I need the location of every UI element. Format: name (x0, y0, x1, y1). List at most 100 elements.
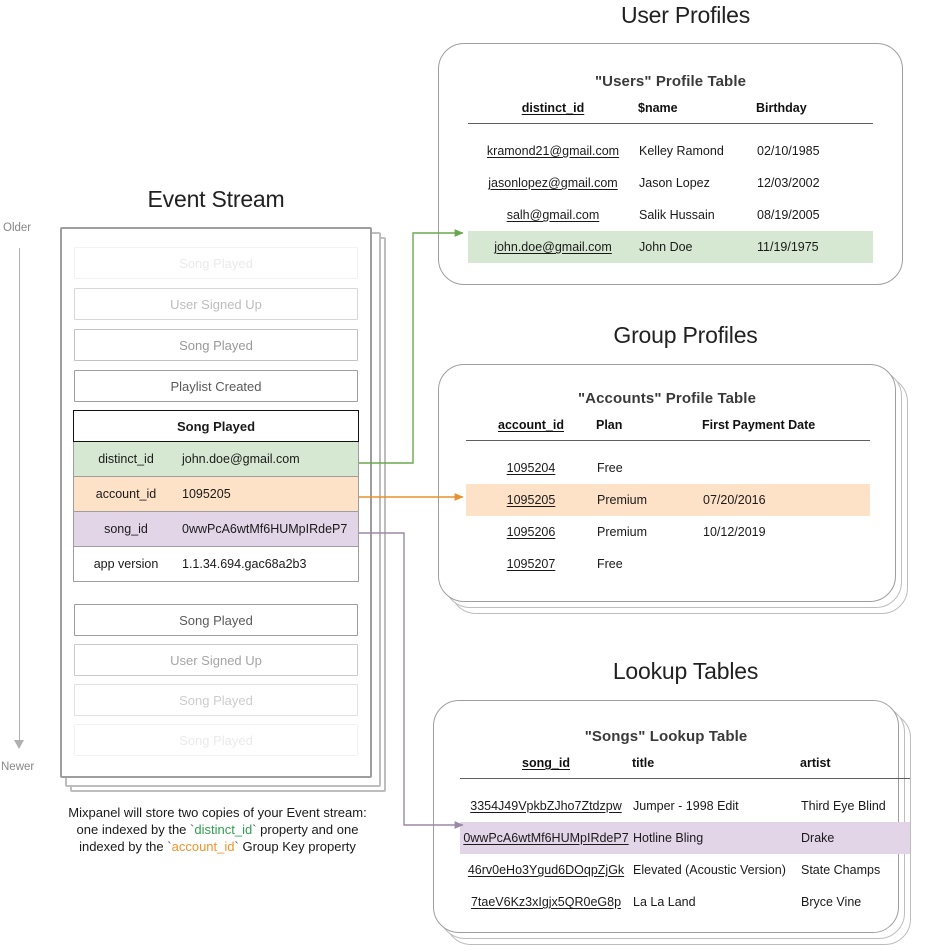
event-item[interactable]: Playlist Created (74, 370, 358, 402)
cell-distinct-id: jasonlopez@gmail.com (488, 176, 618, 190)
event-property-value: 0wwPcA6wtMf6HUMpIRdeP7 (182, 522, 348, 536)
table-row[interactable]: 3354J49VpkbZJho7Ztdzpw Jumper - 1998 Edi… (460, 790, 910, 822)
cell-birthday: 12/03/2002 (757, 176, 820, 190)
column-header-plan: Plan (596, 418, 623, 432)
cell-song-id: 7taeV6Kz3xIgjx5QR0eG8p (470, 895, 622, 909)
table-row[interactable]: 46rv0eHo3Ygud6DOqpZjGk Elevated (Acousti… (460, 854, 910, 886)
timeline-newer-label: Newer (1, 761, 35, 773)
column-header-name: $name (638, 101, 678, 115)
cell-title: La La Land (633, 895, 696, 909)
cell-title: Elevated (Acoustic Version) (633, 863, 786, 877)
column-header-first-payment-date: First Payment Date (702, 418, 816, 432)
table-row[interactable]: 1095206 Premium 10/12/2019 (466, 516, 870, 548)
caption-token-distinct-id: distinct_id (194, 822, 253, 837)
event-property-row[interactable]: distinct_id john.doe@gmail.com (73, 442, 359, 477)
table-row-highlighted[interactable]: 0wwPcA6wtMf6HUMpIRdeP7 Hotline Bling Dra… (460, 822, 910, 854)
cell-account-id: 1095204 (506, 461, 556, 475)
cell-name: John Doe (638, 231, 756, 263)
event-stream-title: Event Stream (147, 186, 285, 212)
cell-first-payment-date (702, 452, 870, 484)
lookup-tables-card-stack: "Songs" Lookup Table song_id title artis… (433, 700, 913, 950)
cell-first-payment-date: 07/20/2016 (702, 484, 870, 516)
songs-lookup-table: song_id title artist 3354J49VpkbZJho7Ztd… (460, 756, 910, 918)
event-label: Song Played (179, 732, 253, 748)
event-property-key: song_id (104, 522, 148, 536)
column-header-account-id: account_id (498, 418, 564, 432)
column-header-artist: artist (800, 756, 831, 770)
event-item[interactable]: Song Played (74, 604, 358, 636)
event-property-value: john.doe@gmail.com (182, 452, 300, 466)
users-table-title: "Users" Profile Table (594, 73, 747, 90)
users-profile-table: distinct_id $name Birthday kramond21@gma… (468, 101, 873, 263)
cell-plan: Free (597, 557, 623, 571)
timeline-arrow-icon (14, 740, 24, 749)
highlighted-event-card[interactable]: Song Played distinct_id john.doe@gmail.c… (73, 410, 359, 582)
cell-birthday: 08/19/2005 (757, 208, 820, 222)
event-item[interactable]: Song Played (74, 724, 358, 756)
cell-account-id: 1095207 (506, 557, 556, 571)
cell-artist: Third Eye Blind (801, 799, 886, 813)
cell-name: Salik Hussain (639, 208, 715, 222)
table-row[interactable]: 1095207 Free (466, 548, 870, 580)
table-header-row: song_id title artist (460, 756, 910, 779)
caption-line-3-post: Group Key property (238, 839, 356, 854)
event-item[interactable]: User Signed Up (74, 288, 358, 320)
cell-first-payment-date (702, 548, 870, 580)
event-stream-caption: Mixpanel will store two copies of your E… (68, 805, 367, 854)
group-profiles-card (438, 364, 896, 602)
cell-name: Jason Lopez (639, 176, 710, 190)
table-row[interactable]: salh@gmail.com Salik Hussain 08/19/2005 (468, 199, 873, 231)
event-property-row[interactable]: app version 1.1.34.694.gac68a2b3 (73, 547, 359, 582)
event-property-value: 1095205 (182, 487, 231, 501)
timeline-axis (19, 248, 20, 745)
accounts-profile-table: account_id Plan First Payment Date 10952… (466, 418, 870, 580)
table-row[interactable]: 7taeV6Kz3xIgjx5QR0eG8p La La Land Bryce … (460, 886, 910, 918)
column-header-birthday: Birthday (756, 101, 807, 115)
cell-distinct-id: kramond21@gmail.com (486, 144, 620, 158)
cell-artist: Drake (800, 822, 910, 854)
event-property-key: account_id (95, 487, 157, 501)
event-label: Song Played (179, 255, 253, 271)
caption-line-1: Mixpanel will store two copies of your E… (68, 805, 367, 820)
event-property-row[interactable]: song_id 0wwPcA6wtMf6HUMpIRdeP7 (73, 512, 359, 547)
column-header-song-id: song_id (522, 756, 570, 770)
event-property-row[interactable]: account_id 1095205 (73, 477, 359, 512)
event-property-key: distinct_id (98, 452, 154, 466)
cell-birthday: 02/10/1985 (757, 144, 820, 158)
cell-artist: State Champs (801, 863, 881, 877)
cell-plan: Premium (597, 525, 648, 539)
event-property-key: app version (93, 557, 159, 571)
lookup-tables-title: Lookup Tables (612, 658, 759, 684)
event-item[interactable]: Song Played (74, 329, 358, 361)
cell-distinct-id: john.doe@gmail.com (468, 231, 638, 263)
songs-table-title: "Songs" Lookup Table (584, 728, 748, 745)
event-item[interactable]: Song Played (74, 247, 358, 279)
event-label: Playlist Created (170, 378, 262, 394)
table-header-row: distinct_id $name Birthday (468, 101, 873, 124)
table-row-highlighted[interactable]: 1095205 Premium 07/20/2016 (466, 484, 870, 516)
event-label: Song Played (179, 612, 253, 628)
table-row[interactable]: jasonlopez@gmail.com Jason Lopez 12/03/2… (468, 167, 873, 199)
timeline-older-label: Older (3, 222, 32, 234)
table-row-highlighted[interactable]: john.doe@gmail.com John Doe 11/19/1975 (468, 231, 873, 263)
event-label: User Signed Up (170, 652, 262, 668)
event-label: Song Played (179, 337, 253, 353)
cell-plan: Premium (596, 484, 702, 516)
event-item[interactable]: Song Played (74, 684, 358, 716)
group-profiles-card-stack: "Accounts" Profile Table account_id Plan… (438, 364, 908, 614)
user-profiles-card-stack: "Users" Profile Table distinct_id $name … (438, 43, 903, 285)
highlighted-event-name: Song Played (73, 410, 359, 442)
accounts-table-title: "Accounts" Profile Table (577, 390, 757, 407)
event-item[interactable]: User Signed Up (74, 644, 358, 676)
group-profiles-title: Group Profiles (613, 322, 758, 348)
table-row[interactable]: kramond21@gmail.com Kelley Ramond 02/10/… (468, 135, 873, 167)
table-row[interactable]: 1095204 Free (466, 452, 870, 484)
event-label: User Signed Up (170, 296, 262, 312)
cell-song-id: 46rv0eHo3Ygud6DOqpZjGk (467, 863, 625, 877)
cell-first-payment-date: 10/12/2019 (703, 525, 766, 539)
cell-account-id: 1095205 (466, 484, 596, 516)
caption-token-account-id: account_id (171, 839, 235, 854)
event-property-value: 1.1.34.694.gac68a2b3 (182, 557, 307, 571)
user-profiles-title: User Profiles (620, 2, 751, 28)
